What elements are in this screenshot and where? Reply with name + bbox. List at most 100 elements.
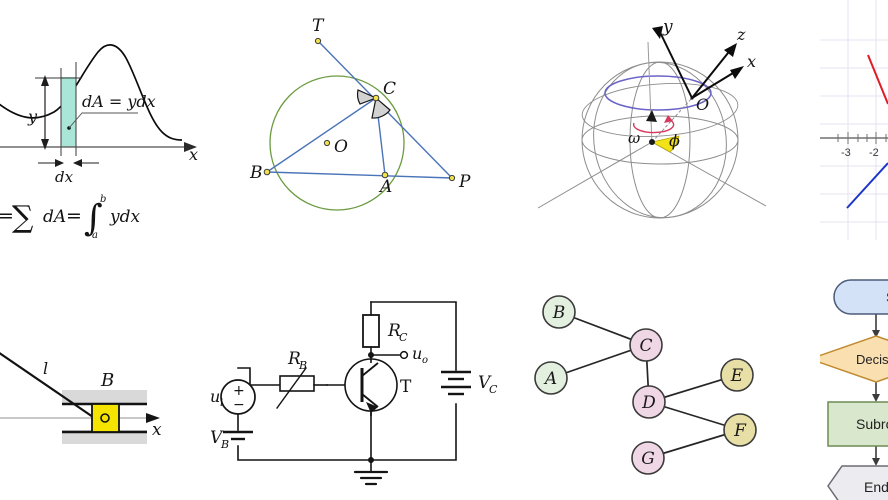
flowchart-label-decision: Decision <box>856 352 888 367</box>
origin-O-dot <box>690 96 694 100</box>
y-measure-arrow-down <box>41 139 49 150</box>
graph-node-G[interactable] <box>631 441 665 475</box>
area-strip <box>61 77 76 147</box>
graph-node-A[interactable] <box>534 361 568 395</box>
label-y: y <box>27 107 38 126</box>
graph-node-F[interactable] <box>723 413 757 447</box>
label-RB: R B <box>287 349 307 372</box>
dx-left-arrow <box>55 159 64 167</box>
formula-integral-upper: b <box>100 194 106 205</box>
transistor-emitter-lead <box>361 393 379 408</box>
panel-rail-conductor: l B x <box>0 300 220 500</box>
wire-battery-bottom <box>237 403 457 461</box>
label-axis-x-rail: x <box>152 420 162 440</box>
circumcircle <box>269 75 405 211</box>
axis-x <box>691 69 739 99</box>
x-axis-arrowhead <box>184 142 197 152</box>
source-minus-sign: − <box>233 397 245 413</box>
axis-z-arrowhead <box>724 43 737 57</box>
graph-node-C[interactable] <box>629 328 663 362</box>
graph-node-B[interactable] <box>542 295 576 329</box>
source-plus-sign: + <box>233 383 245 399</box>
label-dx: dx <box>55 168 74 186</box>
axis-y-arrowhead <box>652 26 663 39</box>
motion-arrowhead <box>146 413 160 423</box>
label-area-element: dA = ydx <box>82 92 156 111</box>
label-axis-x: x <box>747 52 756 71</box>
vertex-C <box>372 94 380 102</box>
label-point-T: T <box>312 16 325 36</box>
panel-flowchart: Start Decision Subroutine End <box>820 268 888 500</box>
voltage-source-ui <box>220 379 256 415</box>
label-transistor-T: T <box>400 377 412 397</box>
wire-top-rail <box>370 301 457 371</box>
label-VC: V C <box>478 373 498 396</box>
vertex-A <box>381 171 389 179</box>
conductor-line-l <box>0 352 94 418</box>
variable-resistor-arrow <box>276 367 307 409</box>
flowchart-node-decision[interactable] <box>820 335 888 383</box>
sphere-center-dot <box>649 139 655 145</box>
plot-series-blue <box>846 162 888 209</box>
axis-line-left <box>537 141 653 209</box>
dA-leader-line <box>68 112 138 129</box>
label-uo: u o <box>412 344 428 366</box>
plot-x-ticks <box>837 132 887 144</box>
graph-node-E[interactable] <box>720 358 754 392</box>
label-axis-z: z <box>736 25 746 44</box>
dx-right-arrow <box>73 159 82 167</box>
flowchart-label-start: Start <box>886 289 888 305</box>
flowchart-label-subroutine: Subroutine <box>856 416 888 432</box>
panel-circle-tangent: T C O B A P <box>230 0 520 220</box>
axis-z <box>691 47 733 99</box>
label-point-P: P <box>458 172 471 192</box>
label-phi: ϕ <box>669 131 680 150</box>
label-point-O: O <box>334 137 348 157</box>
formula-equals: = <box>0 205 14 227</box>
label-RC: R C <box>387 321 408 344</box>
flowchart-label-end: End <box>864 479 888 495</box>
battery-VC <box>441 370 471 396</box>
angle-sector-lower <box>371 96 391 119</box>
resistor-RC <box>362 314 380 348</box>
label-ui: u i <box>210 387 225 409</box>
formula-integral-lower: a <box>92 230 98 241</box>
segment-B-C <box>266 97 377 173</box>
vertex-P <box>448 174 456 182</box>
vertex-T <box>314 37 322 45</box>
vertex-B <box>263 168 271 176</box>
omega-arrowhead <box>664 115 673 123</box>
y-measure-arrow-up <box>41 75 49 86</box>
wire-source-top <box>237 367 251 386</box>
axis-y <box>657 27 693 99</box>
battery-VB <box>223 430 253 441</box>
block-pivot <box>100 413 110 423</box>
label-VB: V B <box>210 428 229 451</box>
flowchart-node-end[interactable] <box>827 465 888 500</box>
flowchart-node-start[interactable] <box>833 279 888 315</box>
angle-sector-upper <box>356 89 378 105</box>
formula-ydx: ydx <box>109 207 140 227</box>
panel-line-plot: -3 -2 <box>820 0 888 240</box>
omega-rotation-arrow <box>632 118 675 134</box>
terminal-uo <box>399 350 409 360</box>
label-point-B: B <box>249 163 263 183</box>
panel-transistor-circuit: + − <box>210 280 510 500</box>
formula-integral-symbol: ∫ <box>84 198 103 239</box>
label-axis-y: y <box>662 17 673 37</box>
axis-x-arrowhead <box>730 66 744 79</box>
transistor-emitter-arrow <box>366 402 378 413</box>
node-collector-junction <box>368 352 374 358</box>
flowchart-node-subroutine[interactable] <box>827 401 888 447</box>
node-emitter-ground <box>368 457 374 463</box>
formula-dA: dA <box>43 207 66 227</box>
vertex-O <box>323 139 331 147</box>
plot-tick-label-minus2: -2 <box>869 147 879 159</box>
label-point-C: C <box>383 79 396 99</box>
flowchart-arrowheads <box>872 330 880 466</box>
polar-axis-arrow <box>646 110 657 122</box>
graph-node-D[interactable] <box>632 385 666 419</box>
plot-tick-label-minus3: -3 <box>841 147 851 159</box>
curve-path <box>0 44 183 141</box>
phi-angle-sector <box>650 135 680 153</box>
